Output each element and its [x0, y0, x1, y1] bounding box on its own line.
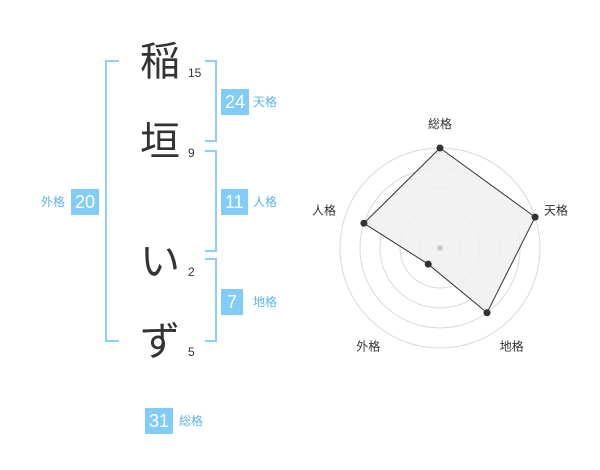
stroke-count-1: 15 — [188, 66, 202, 80]
radar-center-dot — [437, 245, 443, 251]
radar-data-points — [360, 144, 539, 317]
name-char-4: ず — [140, 319, 180, 365]
tenkaku-bracket — [205, 60, 217, 142]
radar-axis-label-1: 総格 — [428, 116, 452, 131]
name-char-1: 稲 — [140, 39, 180, 85]
radar-axis-label-3: 地格 — [500, 339, 524, 354]
stroke-count-4: 5 — [188, 345, 195, 359]
stroke-count-2: 9 — [188, 146, 195, 160]
jinkaku-bracket — [205, 150, 217, 252]
radar-axis-label-5: 人格 — [312, 202, 336, 217]
radar-data-polygon — [363, 147, 536, 314]
tenkaku-value-badge: 24 — [221, 89, 250, 115]
stroke-count-3: 2 — [188, 265, 195, 279]
radar-point-2 — [531, 213, 539, 221]
jinkaku-value-badge: 11 — [221, 189, 248, 215]
name-char-3: い — [140, 239, 180, 285]
gaikaku-value-badge: 20 — [71, 189, 100, 215]
radar-point-3 — [483, 309, 491, 317]
radar-point-5 — [360, 219, 368, 227]
radar-point-4 — [424, 260, 432, 268]
chikaku-label: 地格 — [253, 295, 278, 309]
gaikaku-label: 外格 — [41, 195, 66, 209]
soukaku-value-badge: 31 — [145, 408, 174, 434]
name-char-2: 垣 — [140, 119, 180, 165]
chikaku-value-badge: 7 — [221, 289, 243, 315]
jinkaku-label: 人格 — [253, 195, 278, 209]
gaikaku-bracket — [105, 60, 119, 342]
tenkaku-label: 天格 — [253, 95, 278, 109]
radar-axis-label-2: 天格 — [544, 202, 568, 217]
radar-axis-label-4: 外格 — [356, 339, 380, 354]
soukaku-label: 総格 — [179, 414, 204, 428]
radar-point-1 — [436, 144, 444, 152]
chikaku-bracket — [205, 258, 217, 342]
